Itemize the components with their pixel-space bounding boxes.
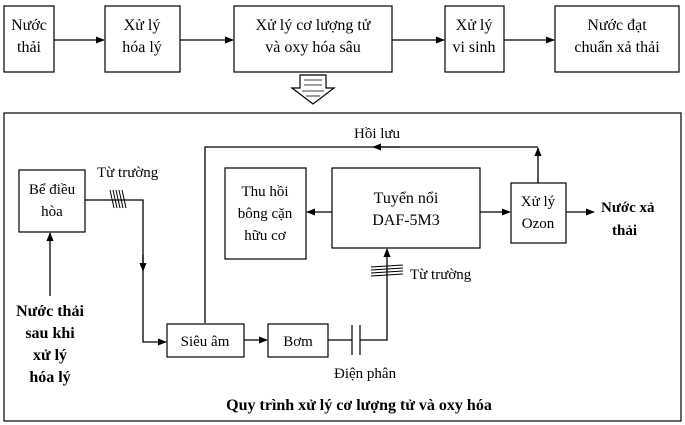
- svg-text:Nước thải: Nước thải: [16, 303, 84, 320]
- magnetic-coil-1-icon: [109, 189, 127, 209]
- pump-box: Bơm: [267, 323, 329, 358]
- output-label: Nước xả thải: [601, 200, 655, 239]
- svg-text:hóa lý: hóa lý: [29, 369, 70, 386]
- diagram-caption: Quy trình xử lý cơ lượng tử và oxy hóa: [226, 397, 492, 414]
- top-box-physchem: Xử lý hóa lý: [104, 5, 181, 73]
- recirculation-line: [204, 146, 538, 323]
- ultrasonic-box: Siêu âm: [166, 323, 245, 358]
- input-label: Nước thải sau khi xử lý hóa lý: [16, 303, 84, 386]
- svg-text:Xử lý: Xử lý: [521, 194, 556, 210]
- svg-text:Nước đạt: Nước đạt: [587, 17, 647, 34]
- svg-text:thải: thải: [612, 223, 637, 239]
- detail-panel: [3, 112, 682, 422]
- svg-text:Siêu âm: Siêu âm: [181, 334, 230, 350]
- svg-text:hóa lý: hóa lý: [122, 39, 162, 56]
- svg-text:DAF-5M3: DAF-5M3: [372, 212, 440, 229]
- svg-text:hữu cơ: hữu cơ: [244, 228, 287, 244]
- tank-to-ultrasonic-line: [85, 199, 167, 346]
- top-box-output: Nước đạt chuẩn xả thải: [554, 5, 680, 73]
- top-box-quantum: Xử lý cơ lượng tử và oxy hóa sâu: [233, 5, 393, 73]
- svg-text:Xử lý: Xử lý: [456, 17, 493, 34]
- svg-text:Thu hồi: Thu hồi: [241, 184, 288, 200]
- svg-text:Tuyển nổi: Tuyển nổi: [374, 190, 439, 207]
- ozone-box: Xử lý Ozon: [510, 182, 567, 244]
- daf-flotation-box: Tuyển nổi DAF-5M3: [331, 167, 481, 249]
- svg-text:vi sinh: vi sinh: [452, 39, 495, 56]
- svg-text:xử lý: xử lý: [33, 347, 67, 364]
- svg-text:Xử lý: Xử lý: [124, 17, 161, 34]
- svg-text:Xử lý cơ lượng tử: Xử lý cơ lượng tử: [256, 17, 372, 34]
- magnetic-field-2-label: Từ trường: [410, 267, 472, 283]
- svg-text:Nước xả: Nước xả: [601, 200, 655, 216]
- top-box-bio: Xử lý vi sinh: [444, 5, 505, 73]
- expand-arrow-icon: [290, 74, 336, 105]
- sludge-recovery-box: Thu hồi bông cặn hữu cơ: [224, 167, 307, 260]
- svg-text:Bơm: Bơm: [283, 334, 313, 350]
- electrolysis-label: Điện phân: [334, 366, 397, 382]
- magnetic-coil-2-icon: [370, 264, 404, 277]
- magnetic-field-1-label: Từ trường: [97, 165, 159, 181]
- svg-text:Nước: Nước: [11, 17, 47, 34]
- svg-text:chuẩn xả thải: chuẩn xả thải: [574, 39, 660, 56]
- recirculation-label: Hồi lưu: [354, 126, 401, 142]
- svg-text:hòa: hòa: [41, 204, 63, 220]
- svg-text:và oxy hóa sâu: và oxy hóa sâu: [265, 39, 361, 56]
- svg-text:sau khi: sau khi: [25, 325, 75, 342]
- svg-text:Bể điều: Bể điều: [29, 182, 76, 198]
- svg-text:thải: thải: [17, 39, 42, 56]
- electrolysis-icon: [351, 325, 361, 355]
- top-box-raw-water: Nước thải: [3, 5, 55, 73]
- equalization-tank-box: Bể điều hòa: [18, 169, 86, 233]
- svg-text:Ozon: Ozon: [522, 216, 555, 232]
- svg-text:bông cặn: bông cặn: [238, 206, 293, 222]
- pump-to-daf-line: [328, 249, 387, 341]
